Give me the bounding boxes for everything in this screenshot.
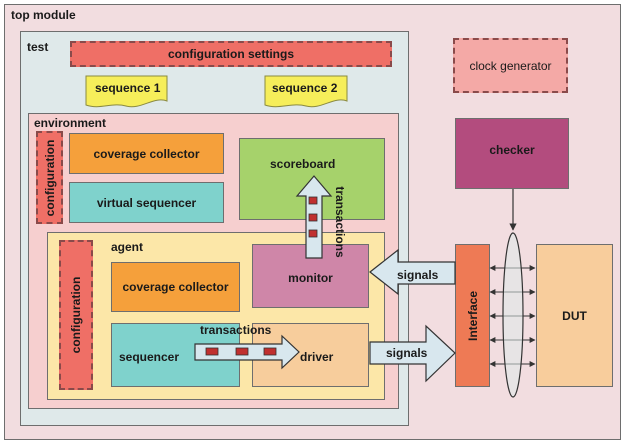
- scoreboard: [239, 138, 385, 220]
- dut: DUT: [536, 244, 613, 387]
- clock-generator-label: clock generator: [469, 58, 552, 73]
- environment-coverage-collector-label: coverage collector: [93, 146, 200, 161]
- checker: checker: [455, 118, 569, 189]
- signals-out-label: signals: [386, 346, 428, 360]
- top-module-label: top module: [11, 8, 76, 22]
- environment-coverage-collector: coverage collector: [69, 133, 224, 174]
- scoreboard-transactions-label: transactions: [333, 186, 347, 258]
- signals-in-label: signals: [397, 268, 439, 282]
- agent-coverage-collector-label: coverage collector: [122, 280, 229, 294]
- configuration-settings: configuration settings: [70, 41, 392, 67]
- configuration-settings-label: configuration settings: [168, 47, 294, 61]
- virtual-sequencer-label: virtual sequencer: [96, 195, 197, 210]
- sequencer-label: sequencer: [119, 350, 180, 364]
- sequence-1-label: sequence 1: [95, 81, 161, 95]
- agent-coverage-collector: coverage collector: [111, 262, 240, 312]
- agent-configuration: [59, 240, 93, 390]
- monitor-label: monitor: [288, 271, 333, 285]
- clock-generator: clock generator: [453, 38, 568, 93]
- virtual-sequencer: virtual sequencer: [69, 182, 224, 223]
- dut-label: DUT: [562, 308, 587, 323]
- agent-label: agent: [111, 240, 144, 254]
- interface-label: Interface: [465, 290, 480, 341]
- environment-configuration: [36, 131, 63, 224]
- test-label: test: [27, 40, 49, 54]
- agent-configuration-label: configuration: [69, 276, 83, 354]
- driver-transactions-label: transactions: [200, 323, 272, 337]
- environment-configuration-label: configuration: [42, 139, 57, 216]
- sequence-2-label: sequence 2: [272, 81, 338, 95]
- monitor: monitor: [252, 244, 369, 308]
- driver-label: driver: [300, 350, 334, 364]
- environment-label: environment: [34, 116, 107, 130]
- scoreboard-label: scoreboard: [270, 157, 336, 171]
- checker-label: checker: [489, 142, 535, 157]
